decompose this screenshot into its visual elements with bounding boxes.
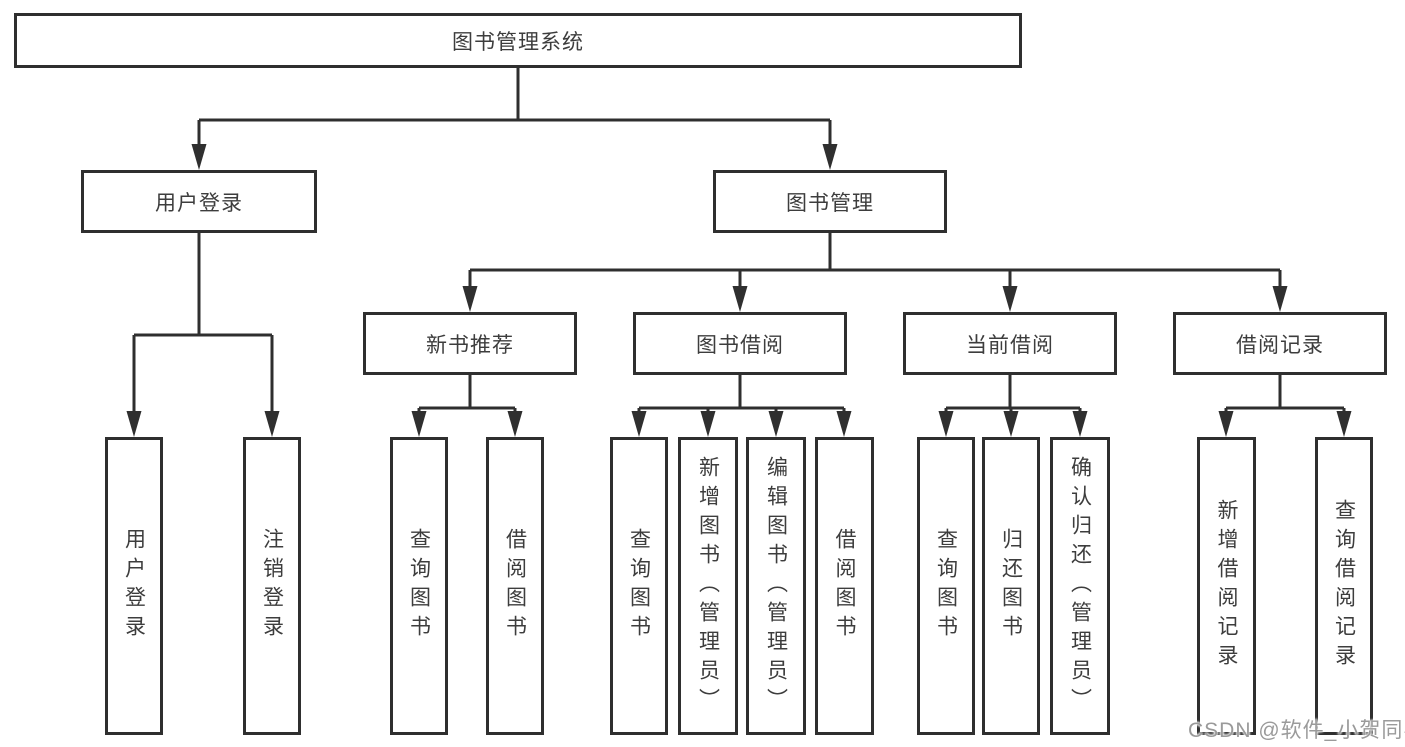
node-label: 用户登录 (122, 528, 146, 644)
node-label: 图书管理系统 (452, 30, 584, 54)
node-label: 新增图书（管理员） (696, 455, 720, 717)
node-book-borrowing: 图书借阅 (633, 312, 847, 375)
leaf-borrow-books-borrowing: 借阅图书 (815, 437, 874, 735)
leaf-logout: 注销登录 (243, 437, 301, 735)
node-label: 归还图书 (999, 528, 1023, 644)
node-user-login: 用户登录 (81, 170, 317, 233)
leaf-query-books-recommend: 查询图书 (390, 437, 448, 735)
leaf-edit-book-admin: 编辑图书（管理员） (746, 437, 806, 735)
node-label: 查询图书 (627, 528, 651, 644)
leaf-borrow-books-recommend: 借阅图书 (486, 437, 544, 735)
node-label: 查询图书 (934, 528, 958, 644)
node-label: 图书借阅 (696, 333, 784, 357)
node-borrowing-records: 借阅记录 (1173, 312, 1387, 375)
csdn-watermark: CSDN @软件_小贺同学 (1188, 719, 1405, 742)
leaf-query-books-borrowing: 查询图书 (610, 437, 668, 735)
node-label: 当前借阅 (966, 333, 1054, 357)
node-label: 新书推荐 (426, 333, 514, 357)
node-label: 图书管理 (786, 191, 874, 215)
node-root-system: 图书管理系统 (14, 13, 1022, 68)
leaf-query-borrow-record: 查询借阅记录 (1315, 437, 1373, 735)
node-label: 借阅图书 (503, 528, 527, 644)
node-book-management: 图书管理 (713, 170, 947, 233)
connector-spines (134, 68, 1344, 410)
leaf-return-books: 归还图书 (982, 437, 1040, 735)
node-current-borrowing: 当前借阅 (903, 312, 1117, 375)
node-label: 注销登录 (260, 528, 284, 644)
node-label: 确认归还（管理员） (1068, 455, 1092, 717)
node-label: 借阅记录 (1236, 333, 1324, 357)
node-new-book-recommend: 新书推荐 (363, 312, 577, 375)
node-label: 借阅图书 (833, 528, 856, 644)
node-label: 新增借阅记录 (1215, 499, 1238, 673)
node-label: 查询借阅记录 (1332, 499, 1356, 673)
leaf-query-books-current: 查询图书 (917, 437, 975, 735)
node-label: 查询图书 (407, 528, 431, 644)
leaf-add-book-admin: 新增图书（管理员） (678, 437, 738, 735)
leaf-user-login: 用户登录 (105, 437, 163, 735)
node-label: 用户登录 (155, 191, 243, 215)
leaf-confirm-return-admin: 确认归还（管理员） (1050, 437, 1110, 735)
node-label: 编辑图书（管理员） (764, 455, 788, 717)
leaf-add-borrow-record: 新增借阅记录 (1197, 437, 1256, 735)
